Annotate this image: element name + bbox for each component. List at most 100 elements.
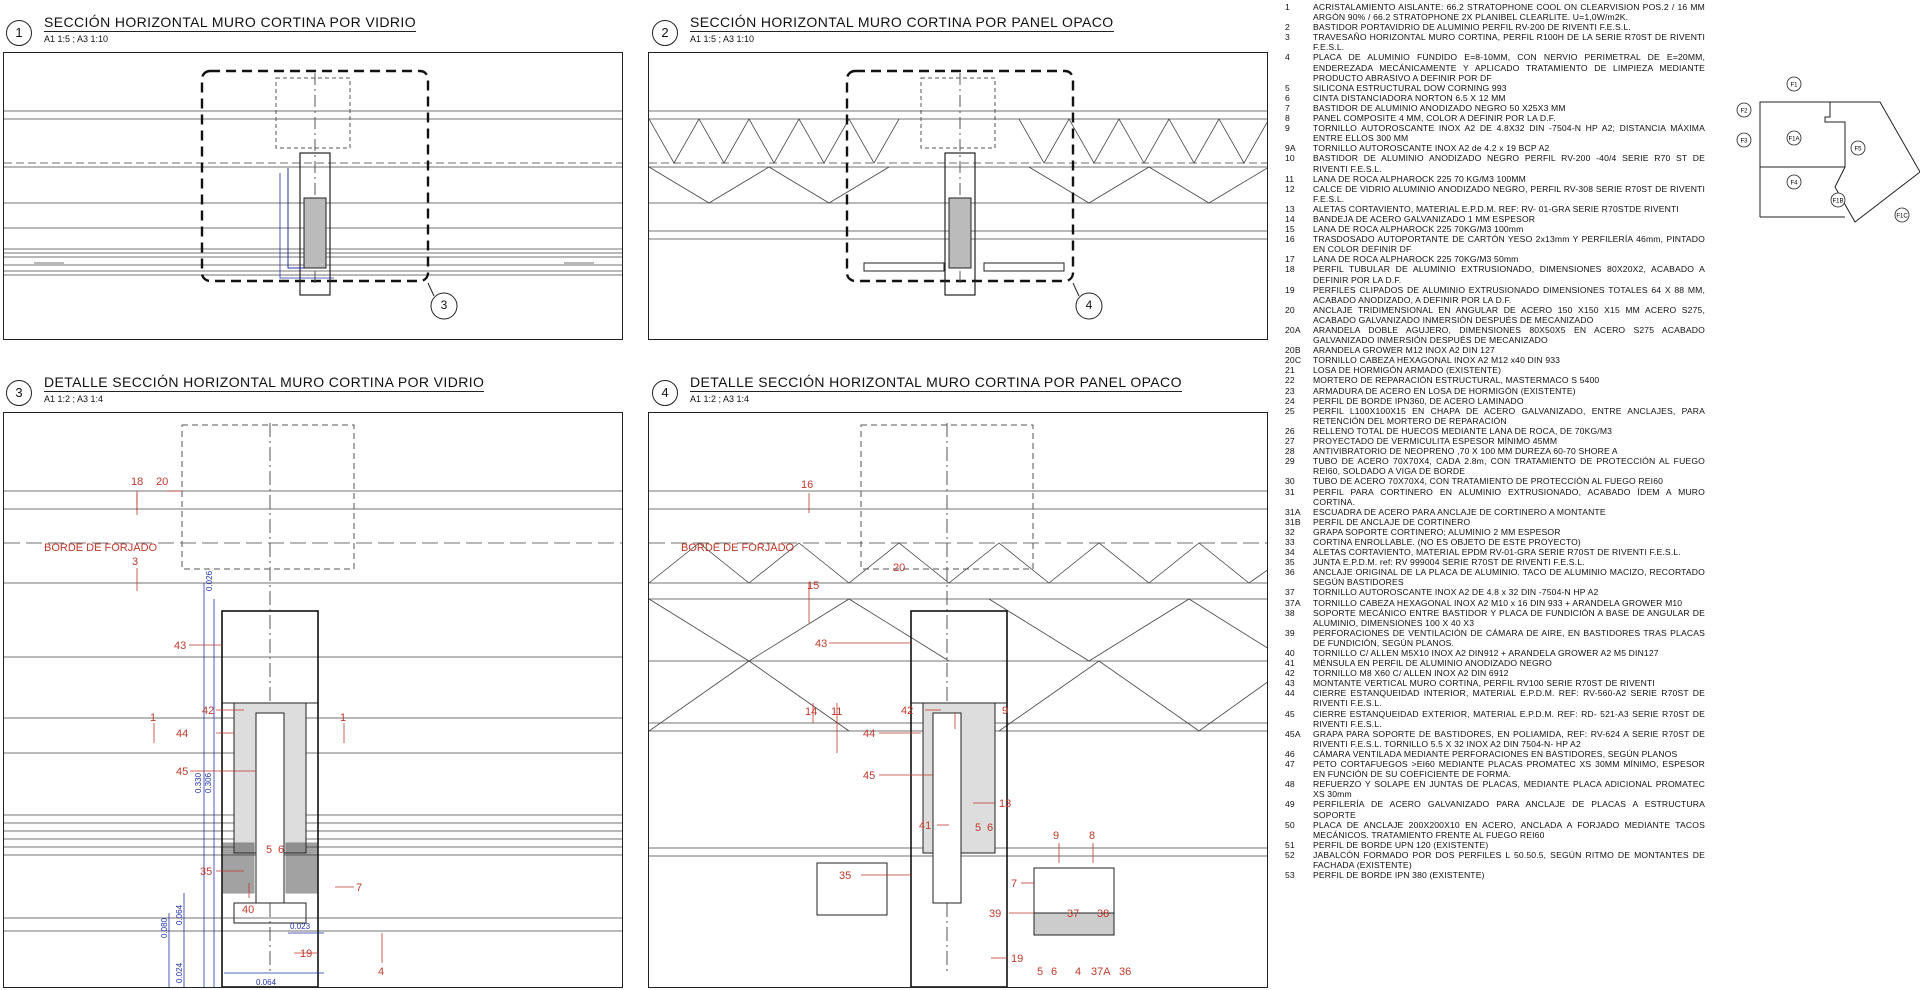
legend-item-text: TORNILLO AUTOROSCANTE INOX A2 de 4.2 x 1… bbox=[1313, 143, 1550, 154]
view-2-drawing bbox=[649, 69, 1267, 320]
key-plan-label: F1C bbox=[1896, 214, 1908, 220]
legend-item-text: GRAPA PARA SOPORTE DE BASTIDORES, EN POL… bbox=[1313, 728, 1705, 749]
legend-item-number: 34 bbox=[1285, 547, 1295, 558]
legend-item-text: TORNILLO AUTOROSCANTE INOX A2 DE 4.8 x 3… bbox=[1313, 587, 1599, 598]
label-20: 20 bbox=[156, 476, 168, 488]
label-45: 45 bbox=[863, 770, 875, 782]
label-43: 43 bbox=[815, 638, 827, 650]
legend-item-text: TORNILLO CABEZA HEXAGONAL INOX A2 M12 x4… bbox=[1313, 355, 1561, 366]
legend-item-number: 45 bbox=[1285, 708, 1295, 719]
drawing-view-3: 18 20 BORDE DE FORJADO 3 43 42 44 45 1 1… bbox=[3, 412, 623, 988]
label-37: 37 bbox=[1067, 908, 1079, 920]
legend-item-number: 31A bbox=[1285, 506, 1301, 517]
legend-item-number: 19 bbox=[1285, 284, 1295, 295]
view-4-drawing: 16 20 15 BORDE DE FORJADO 43 42 9 14 11 … bbox=[649, 423, 1267, 987]
legend-item-text: MÉNSULA EN PERFIL DE ALUMINIO ANODIZADO … bbox=[1313, 658, 1552, 669]
legend-item-text: PERFIL DE ANCLAJE DE CORTINERO bbox=[1313, 516, 1471, 527]
key-plan-label: F1 bbox=[1790, 83, 1798, 89]
legend-item-number: 43 bbox=[1285, 678, 1295, 689]
drawing-view-1: 3 bbox=[3, 52, 623, 340]
legend-item-number: 5 bbox=[1285, 82, 1290, 93]
label-40: 40 bbox=[242, 904, 254, 916]
label-13: 13 bbox=[999, 798, 1011, 810]
legend-item-number: 20A bbox=[1285, 325, 1301, 335]
label-38: 38 bbox=[1097, 908, 1109, 920]
legend-item-text: ANCLAJE TRIDIMENSIONAL EN ANGULAR DE ACE… bbox=[1313, 304, 1705, 325]
label-19: 19 bbox=[1011, 953, 1023, 965]
legend-item-number: 26 bbox=[1285, 425, 1295, 436]
label-11: 11 bbox=[831, 706, 842, 718]
legend-item-number: 6 bbox=[1285, 92, 1290, 103]
label-borde-forjado: BORDE DE FORJADO bbox=[44, 542, 158, 554]
label-42: 42 bbox=[202, 705, 214, 717]
legend-item-text: LOSA DE HORMIGÓN ARMADO (EXISTENTE) bbox=[1313, 365, 1502, 376]
label-4: 4 bbox=[1075, 966, 1081, 978]
view-title-2: SECCIÓN HORIZONTAL MURO CORTINA POR PANE… bbox=[690, 14, 1114, 32]
dim-0-330: 0.330 bbox=[194, 772, 203, 793]
legend-item-text: ACRISTALAMIENTO AISLANTE: 66.2 STRATOPHO… bbox=[1313, 2, 1705, 23]
legend-item-text: ANTIVIBRATORIO DE NEOPRENO ,70 X 100 MM … bbox=[1313, 446, 1618, 457]
legend-item-number: 46 bbox=[1285, 748, 1295, 759]
legend-item-number: 50 bbox=[1285, 819, 1295, 830]
label-41: 41 bbox=[919, 820, 931, 832]
legend-item-text: PROYECTADO DE VERMICULITA ESPESOR MÍNIMO… bbox=[1313, 436, 1558, 447]
legend-item-text: TORNILLO AUTOROSCANTE INOX A2 DE 4.8X32 … bbox=[1313, 123, 1705, 144]
callout-detail-3: 3 bbox=[440, 298, 448, 312]
legend-item-number: 45A bbox=[1285, 728, 1301, 739]
label-19: 19 bbox=[300, 948, 312, 960]
label-14: 14 bbox=[805, 706, 817, 718]
legend-item-text: TORNILLO C/ ALLEN M5X10 INOX A2 DIN912 +… bbox=[1313, 648, 1659, 658]
legend-item-text: RELLENO TOTAL DE HUECOS MEDIANTE LANA DE… bbox=[1313, 425, 1613, 436]
label-4: 4 bbox=[378, 966, 384, 978]
view-scale-3: A1 1:2 ; A3 1:4 bbox=[44, 394, 104, 404]
drawing-view-4: 16 20 15 BORDE DE FORJADO 43 42 9 14 11 … bbox=[648, 412, 1268, 988]
legend-item-text: BANDEJA DE ACERO GALVANIZADO 1 MM ESPESO… bbox=[1313, 213, 1536, 224]
label-1-right: 1 bbox=[340, 712, 346, 724]
legend-item-text: TRAVESAÑO HORIZONTAL MURO CORTINA, PERFI… bbox=[1313, 32, 1705, 53]
label-15: 15 bbox=[807, 580, 819, 592]
label-8: 8 bbox=[1089, 830, 1095, 842]
legend-item-number: 7 bbox=[1285, 102, 1290, 113]
legend-item-number: 14 bbox=[1285, 213, 1295, 224]
label-37a: 37A bbox=[1091, 966, 1111, 978]
drawing-view-2: 4 bbox=[648, 52, 1268, 340]
view-number-2: 2 bbox=[652, 20, 678, 46]
legend-item-text: CIERRE ESTANQUEIDAD INTERIOR, MATERIAL E… bbox=[1313, 688, 1705, 709]
legend-item-number: 30 bbox=[1285, 476, 1295, 487]
legend-item-number: 40 bbox=[1285, 648, 1295, 658]
label-35: 35 bbox=[839, 870, 851, 882]
label-3: 3 bbox=[132, 556, 138, 568]
legend-item-text: MORTERO DE REPARACIÓN ESTRUCTURAL, MASTE… bbox=[1313, 375, 1600, 386]
legend-item-number: 29 bbox=[1285, 456, 1295, 467]
legend-item-number: 51 bbox=[1285, 839, 1295, 850]
view-1-drawing bbox=[4, 69, 622, 320]
